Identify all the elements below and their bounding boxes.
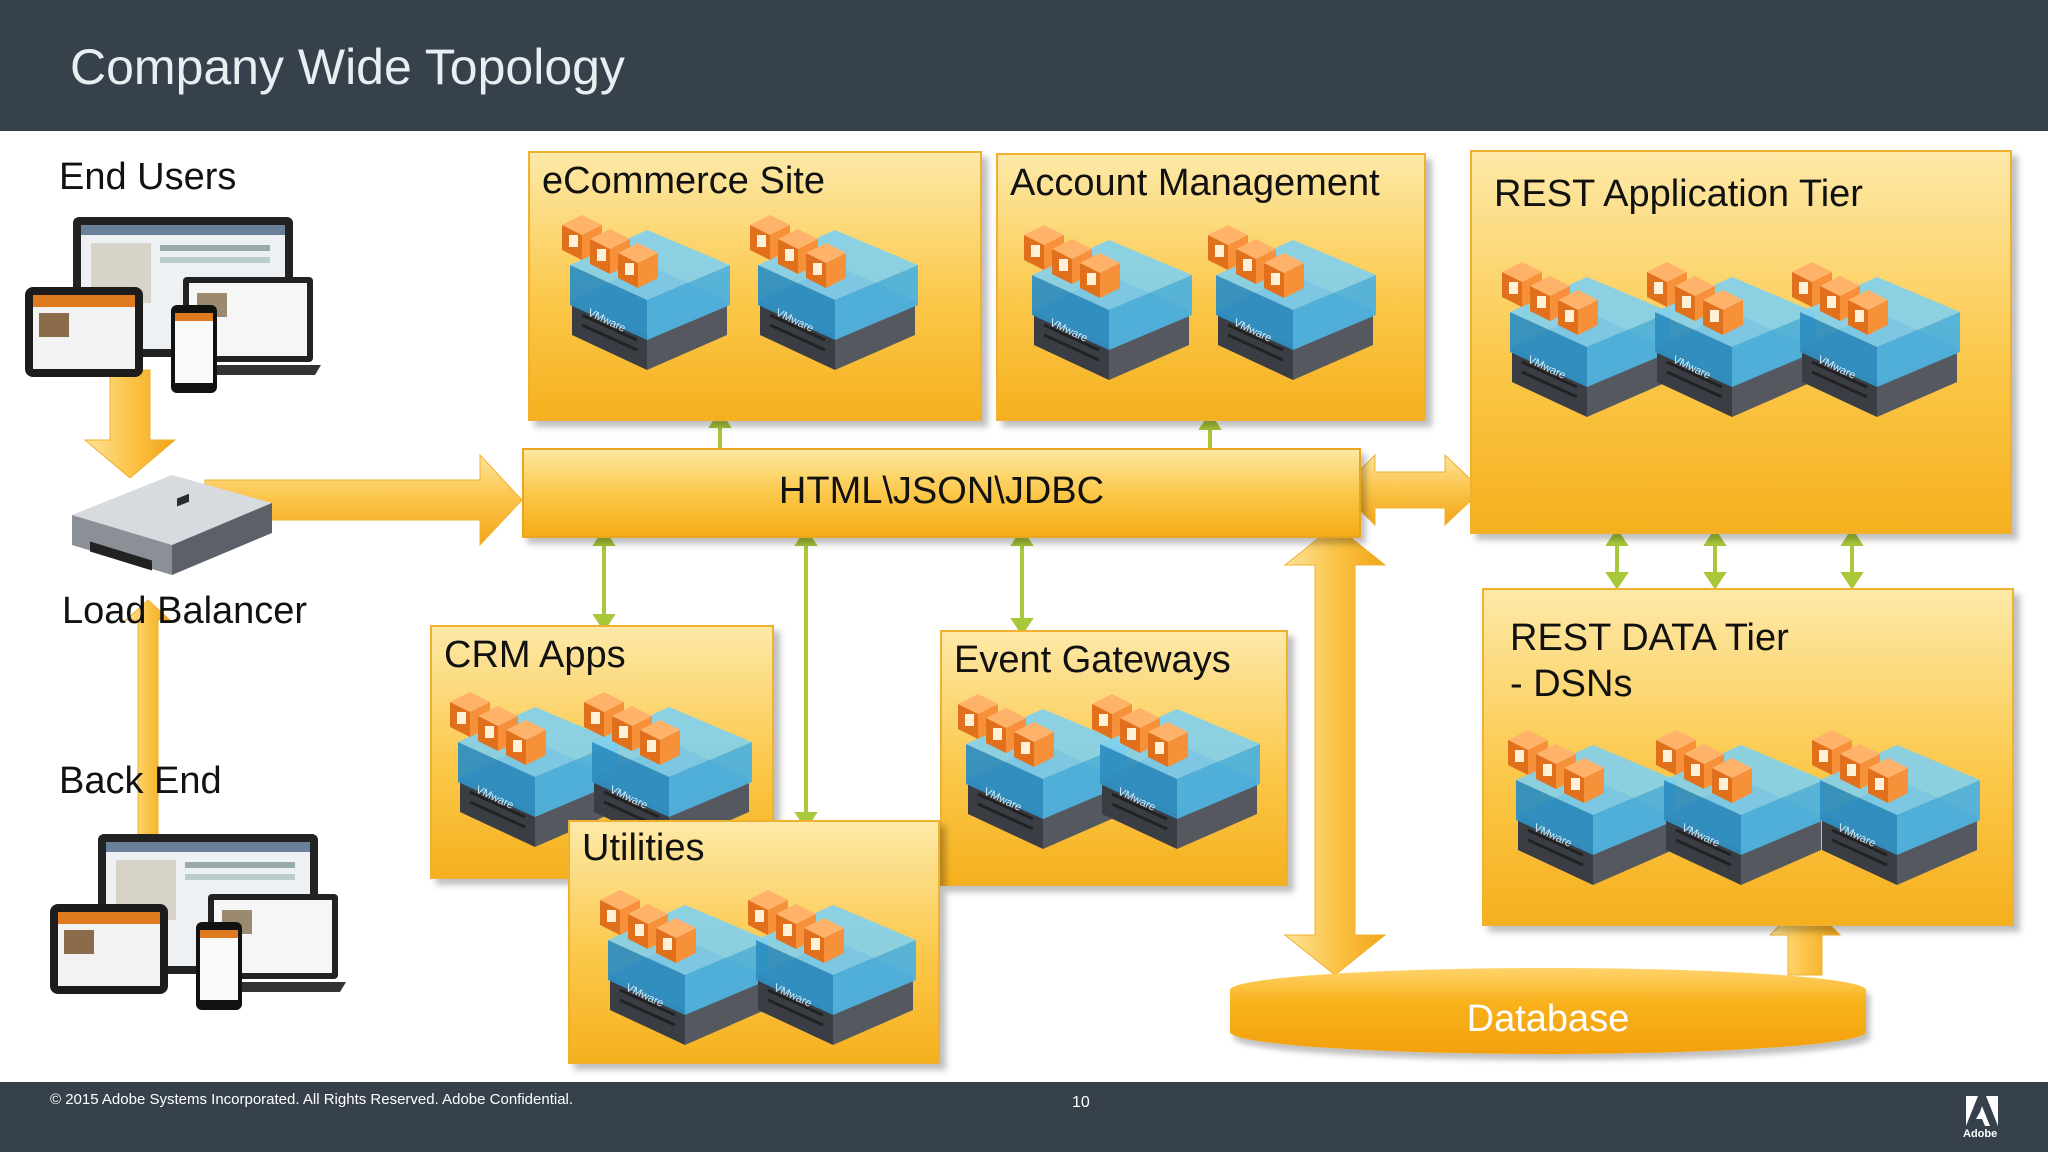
server-vmware-icon bbox=[1198, 215, 1388, 385]
ecommerce-site-box: eCommerce Site bbox=[528, 151, 982, 421]
account-management-title: Account Management bbox=[1010, 162, 1380, 204]
crm-apps-title: CRM Apps bbox=[444, 634, 626, 676]
ecommerce-site-title: eCommerce Site bbox=[542, 160, 825, 202]
rest-application-tier-title: REST Application Tier bbox=[1494, 173, 1863, 215]
rest-data-tier-box: REST DATA Tier - DSNs bbox=[1482, 588, 2014, 926]
event-gateways-title: Event Gateways bbox=[954, 639, 1231, 681]
adobe-logo-icon bbox=[1966, 1096, 1998, 1126]
server-vmware-icon bbox=[1802, 720, 1992, 890]
server-vmware-icon bbox=[1082, 684, 1272, 854]
arrow-bus-rest-app bbox=[1339, 453, 1483, 527]
end-users-devices-icon bbox=[25, 217, 321, 393]
back-end-label: Back End bbox=[59, 760, 222, 802]
utilities-title: Utilities bbox=[582, 827, 705, 869]
arrow-down-end-users bbox=[83, 369, 177, 479]
rest-application-tier-box: REST Application Tier bbox=[1470, 150, 2012, 534]
page-title: Company Wide Topology bbox=[70, 39, 625, 95]
account-management-box: Account Management bbox=[996, 153, 1426, 421]
server-vmware-icon bbox=[552, 205, 742, 375]
arrow-up-back-end bbox=[124, 599, 172, 841]
database-label: Database bbox=[1466, 998, 1630, 1040]
utilities-box: Utilities bbox=[568, 820, 940, 1064]
server-vmware-icon bbox=[740, 205, 930, 375]
page-number: 10 bbox=[1072, 1094, 1090, 1111]
adobe-logo-text: Adobe bbox=[1963, 1128, 1998, 1140]
back-end-devices-icon bbox=[50, 834, 346, 1010]
database-cylinder: Database bbox=[1230, 968, 1866, 1054]
rest-data-tier-subtitle: - DSNs bbox=[1510, 663, 1633, 705]
end-users-label: End Users bbox=[59, 156, 237, 198]
arrow-bus-database bbox=[1283, 524, 1387, 976]
load-balancer-icon bbox=[72, 475, 272, 575]
server-vmware-icon bbox=[1782, 252, 1972, 422]
rest-data-tier-title: REST DATA Tier bbox=[1510, 617, 1789, 659]
footer-bar bbox=[0, 1082, 2048, 1152]
event-gateways-box: Event Gateways bbox=[940, 630, 1288, 886]
bus-label: HTML\JSON\JDBC bbox=[778, 470, 1105, 512]
server-vmware-icon bbox=[738, 880, 928, 1050]
server-vmware-icon bbox=[1014, 215, 1204, 385]
load-balancer-label: Load Balancer bbox=[62, 590, 308, 632]
copyright-text: © 2015 Adobe Systems Incorporated. All R… bbox=[50, 1091, 574, 1108]
html-json-jdbc-bus: HTML\JSON\JDBC bbox=[522, 448, 1361, 538]
header-bar bbox=[0, 0, 2048, 131]
